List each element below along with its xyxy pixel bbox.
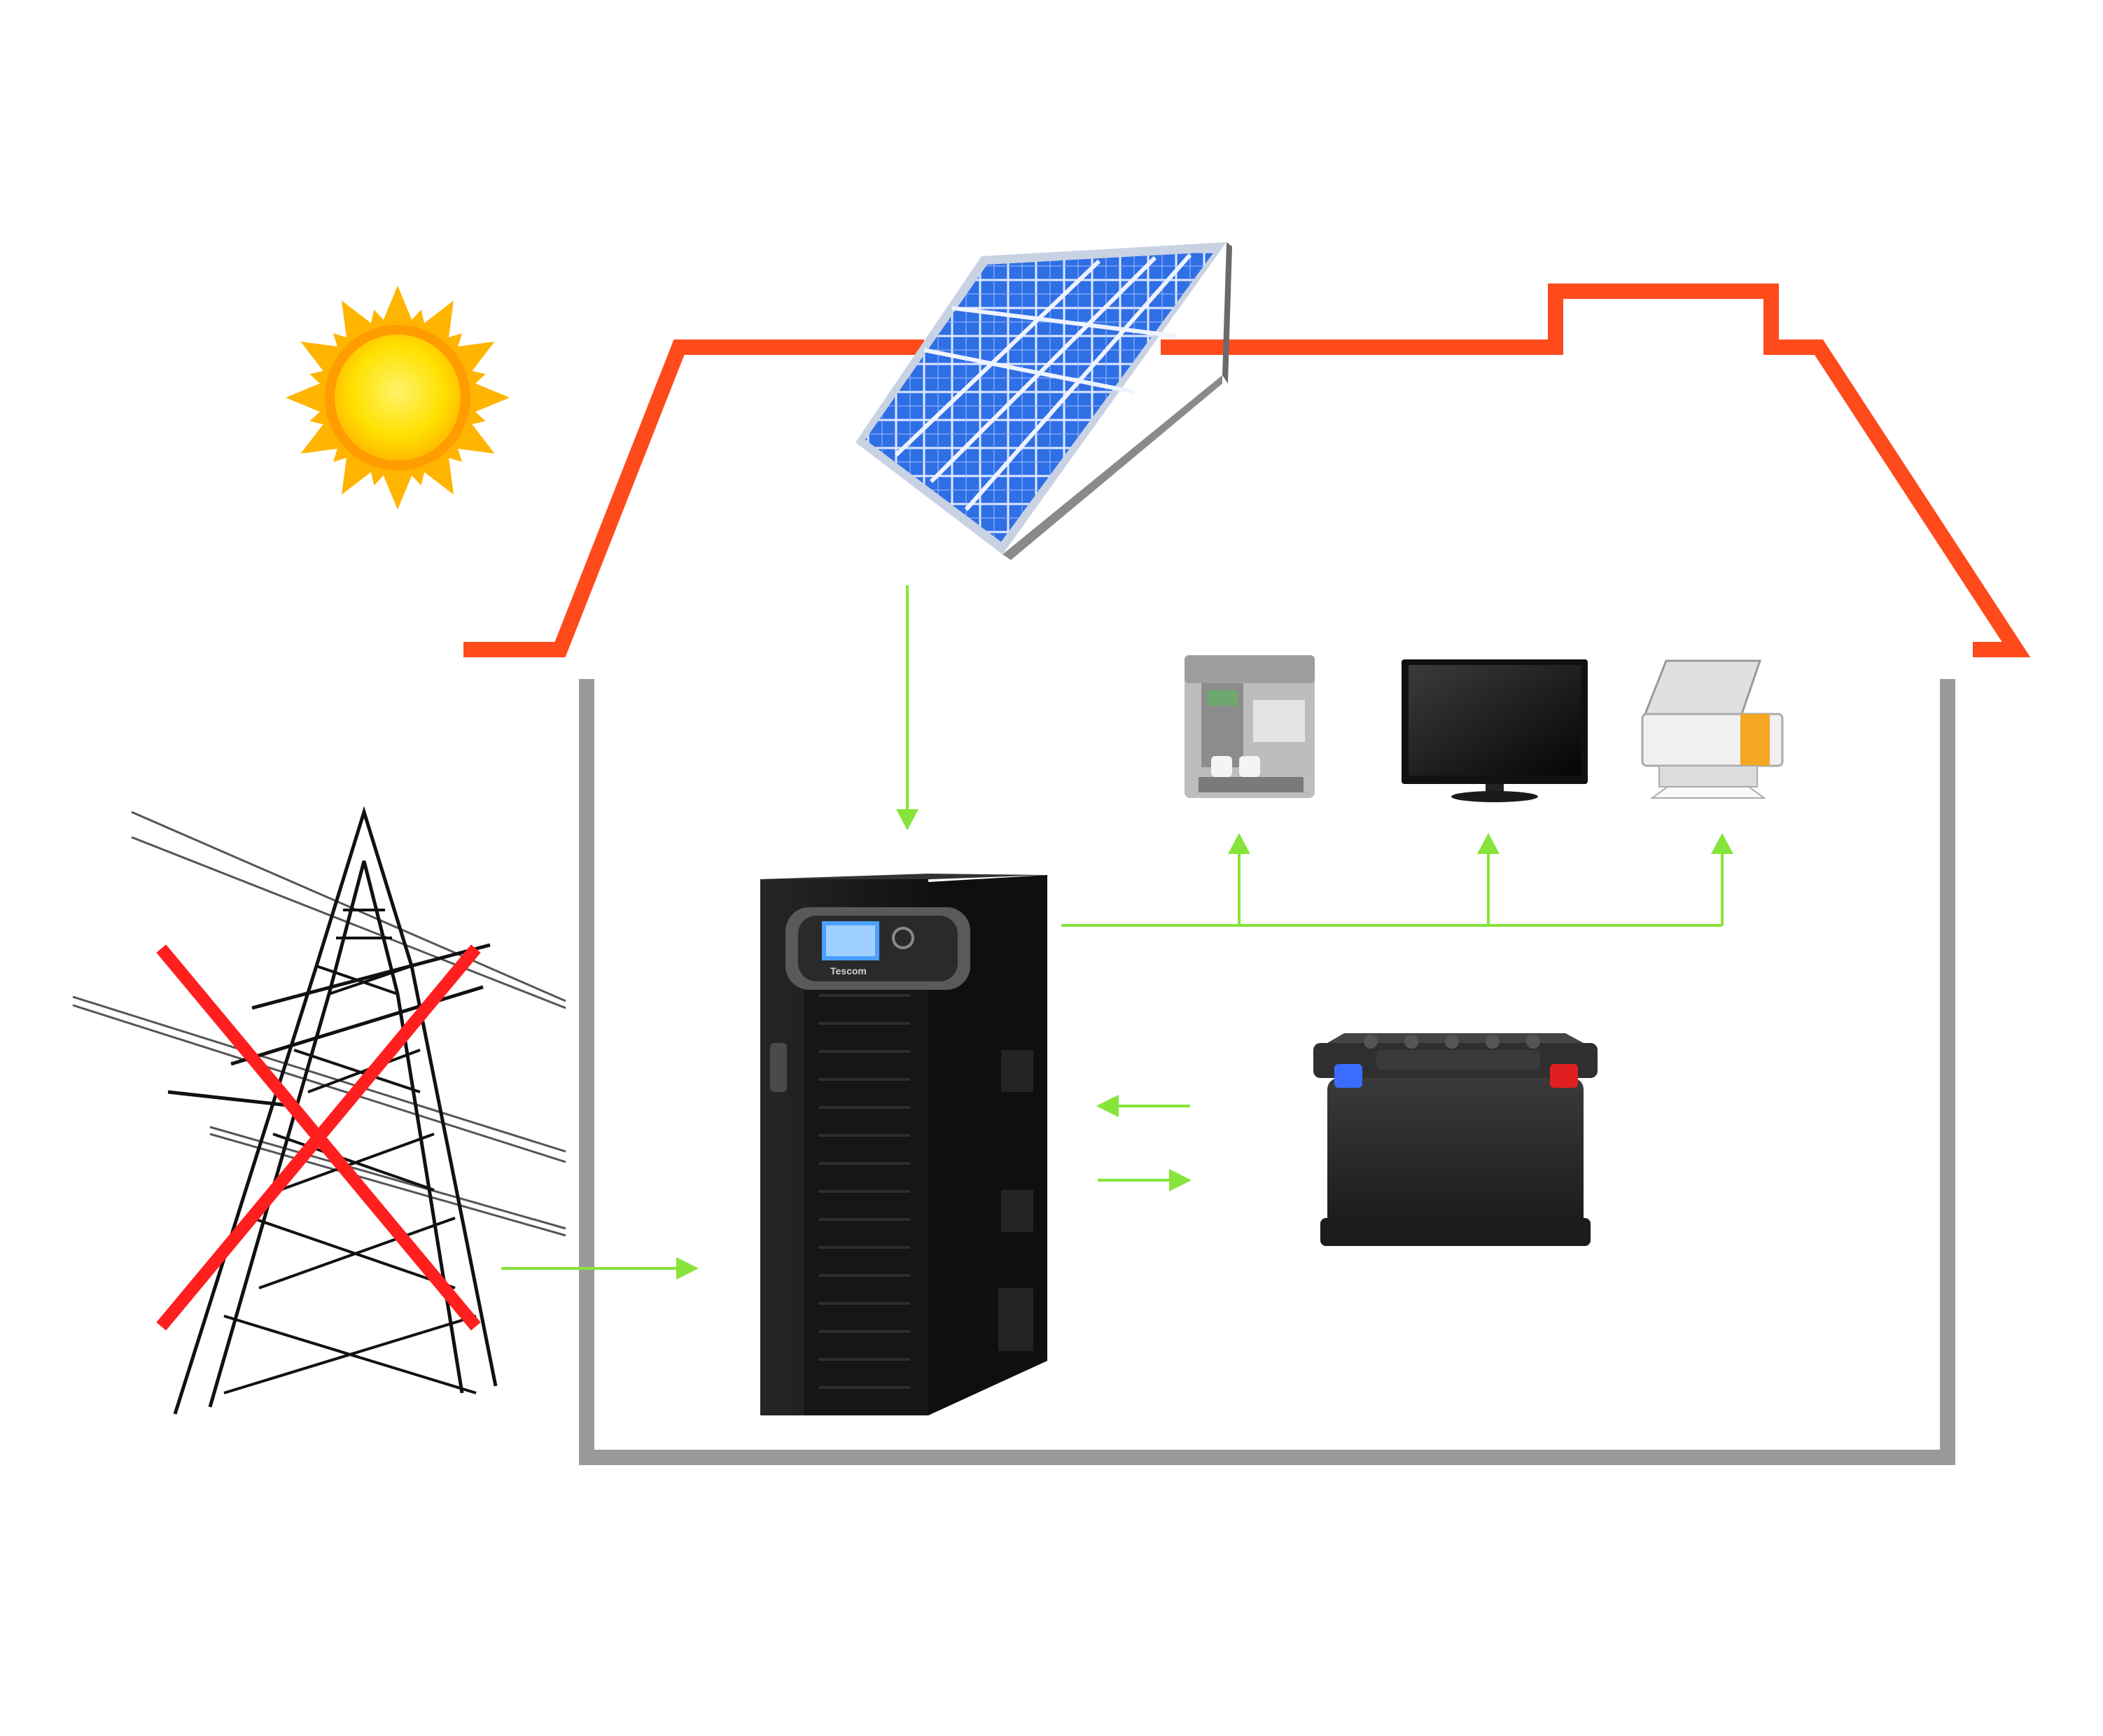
inverter-to-battery-arrow xyxy=(1098,1169,1192,1191)
ups-inverter-icon: Tescom xyxy=(760,874,1047,1415)
solar-to-inverter-arrow xyxy=(896,585,918,830)
ups-control-panel: Tescom xyxy=(785,907,970,990)
battery-icon xyxy=(1313,1033,1598,1246)
inverter-to-loads-bus xyxy=(1061,833,1733,927)
house-walls xyxy=(579,679,1955,1465)
power-tower-icon xyxy=(72,806,566,1415)
house-roof xyxy=(463,284,2031,657)
printer-icon xyxy=(1641,659,1784,799)
sun-icon xyxy=(286,286,510,510)
coffee-machine-icon xyxy=(1185,655,1315,798)
ups-brand-label: Tescom xyxy=(830,965,867,976)
battery-to-inverter-arrow xyxy=(1096,1095,1190,1117)
solar-panel-icon xyxy=(855,242,1232,560)
disconnected-cross xyxy=(156,944,481,1331)
tv-monitor-icon xyxy=(1402,659,1588,802)
energy-flow-arrows xyxy=(501,585,1733,1280)
grid-to-inverter-arrow xyxy=(501,1257,699,1280)
